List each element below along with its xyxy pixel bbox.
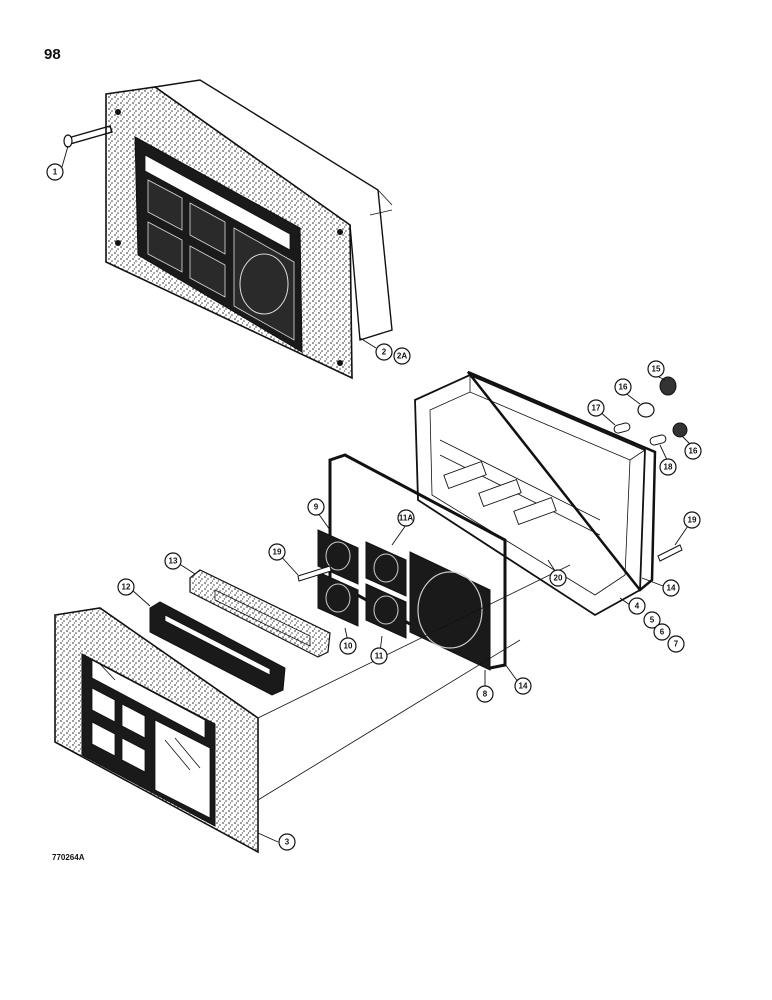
- callout-19-left: 19: [268, 543, 286, 561]
- callout-8: 8: [476, 685, 494, 703]
- callout-17: 17: [587, 399, 605, 417]
- callout-11: 11: [370, 647, 388, 665]
- callout-5: 5: [643, 611, 661, 629]
- callout-1: 1: [46, 163, 64, 181]
- svg-text:16: 16: [619, 383, 628, 392]
- svg-text:14: 14: [667, 584, 676, 593]
- svg-text:16: 16: [689, 447, 698, 456]
- svg-text:19: 19: [273, 548, 282, 557]
- lamp-parts: [613, 376, 688, 446]
- light-shield-item-13: [189, 569, 331, 658]
- page-number: 98: [44, 46, 61, 63]
- svg-text:13: 13: [169, 557, 178, 566]
- svg-text:5: 5: [650, 616, 655, 625]
- housing-exploded: [414, 370, 657, 617]
- callout-18: 18: [659, 458, 677, 476]
- front-bezel-item-3: [54, 607, 259, 854]
- callout-13: 13: [164, 552, 182, 570]
- svg-text:18: 18: [664, 463, 673, 472]
- bracket-item-12: [149, 601, 286, 696]
- small-gauges: [317, 529, 407, 639]
- svg-text:20: 20: [554, 574, 563, 583]
- svg-text:8: 8: [483, 690, 488, 699]
- assembled-panel-top: [105, 79, 393, 380]
- figure-reference: 770264A: [52, 853, 85, 862]
- callout-14-lower: 14: [514, 677, 532, 695]
- svg-text:1: 1: [53, 168, 58, 177]
- svg-text:2A: 2A: [397, 352, 407, 361]
- callout-12: 12: [117, 578, 135, 596]
- callout-10: 10: [339, 637, 357, 655]
- callout-4: 4: [628, 597, 646, 615]
- svg-text:7: 7: [674, 640, 679, 649]
- svg-text:11: 11: [375, 652, 384, 661]
- svg-text:2: 2: [382, 348, 387, 357]
- svg-text:9: 9: [314, 503, 319, 512]
- callout-6: 6: [653, 623, 671, 641]
- callout-9: 9: [307, 498, 325, 516]
- callout-7: 7: [667, 635, 685, 653]
- speedometer-gauge: [409, 551, 491, 671]
- svg-text:3: 3: [285, 838, 290, 847]
- svg-text:4: 4: [635, 602, 640, 611]
- callout-14-right: 14: [662, 579, 680, 597]
- callout-15: 15: [647, 360, 665, 378]
- callout-16-lower: 16: [684, 442, 702, 460]
- callout-2: 2: [375, 343, 393, 361]
- svg-text:17: 17: [592, 404, 601, 413]
- callout-16-upper: 16: [614, 378, 632, 396]
- svg-text:12: 12: [122, 583, 131, 592]
- svg-text:11A: 11A: [399, 514, 413, 523]
- callout-2a: 2A: [393, 347, 411, 365]
- callout-3: 3: [278, 833, 296, 851]
- svg-text:19: 19: [688, 516, 697, 525]
- callout-11a: 11A: [397, 509, 415, 527]
- callout-20: 20: [549, 569, 567, 587]
- screw-item-19-right: [657, 544, 683, 562]
- svg-text:10: 10: [344, 642, 353, 651]
- svg-text:15: 15: [652, 365, 661, 374]
- callout-19-right: 19: [683, 511, 701, 529]
- svg-text:6: 6: [660, 628, 665, 637]
- screw-item-19-left: [297, 565, 332, 582]
- screw-item-1: [63, 125, 113, 148]
- svg-text:14: 14: [519, 682, 528, 691]
